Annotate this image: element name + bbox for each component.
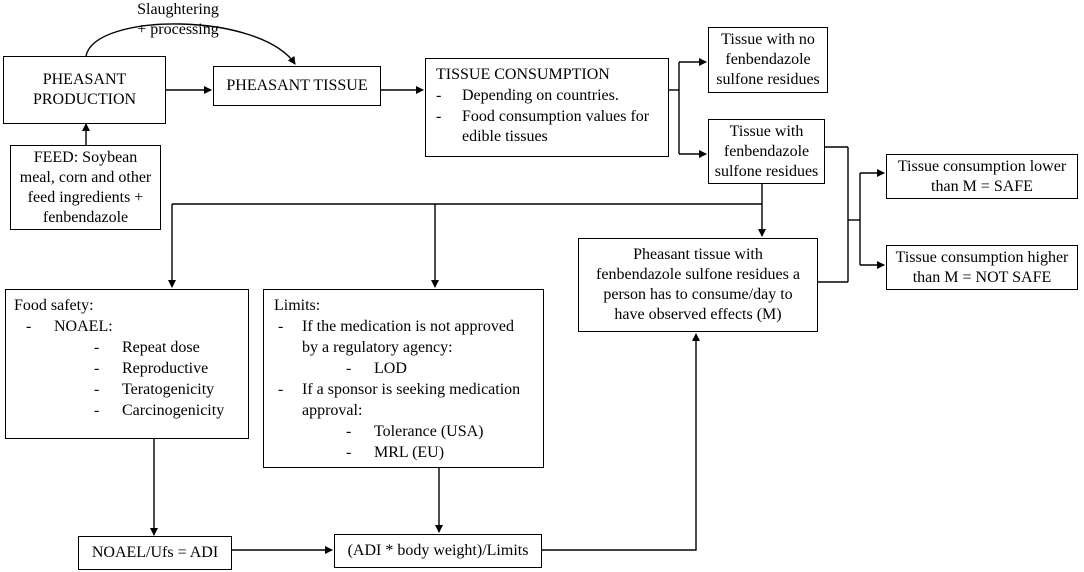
- adi-label: NOAEL/Ufs = ADI: [91, 544, 219, 561]
- pheasant-m-line2: fenbendazole sulfone residues a: [596, 266, 800, 283]
- limits-item1-line1: If the medication is not approved: [302, 318, 514, 335]
- formula-label: (ADI * body weight)/Limits: [347, 542, 529, 559]
- formula-box: (ADI * body weight)/Limits: [334, 534, 542, 568]
- not-safe-box: Tissue consumption higher than M = NOT S…: [886, 245, 1078, 290]
- food-safety-item-dash: -: [94, 339, 100, 356]
- consumption-item2-line2: edible tissues: [462, 128, 548, 145]
- pheasant-tissue-box: PHEASANT TISSUE: [213, 66, 381, 106]
- with-residue-line1: Tissue with: [729, 122, 804, 140]
- pheasant-m-line3: person has to consume/day to: [603, 286, 793, 303]
- safe-box: Tissue consumption lower than M = SAFE: [886, 154, 1078, 199]
- arc-label-line1: Slaughtering: [137, 1, 219, 18]
- feed-line3: feed ingredients +: [27, 188, 144, 206]
- food-safety-item-dash: -: [94, 360, 100, 377]
- no-residue-line1: Tissue with no: [721, 31, 815, 48]
- food-safety-item-carcinogenicity: Carcinogenicity: [122, 402, 225, 419]
- pheasant-m-line1: Pheasant tissue with: [633, 246, 763, 263]
- arrow-formula-to-pheasant-m: [542, 333, 700, 551]
- arc-label: Slaughtering + processing: [116, 0, 240, 40]
- limits-title: Limits:: [274, 297, 321, 314]
- consumption-item2-dash: -: [436, 108, 442, 125]
- consumption-item2-line1: Food consumption values for: [462, 108, 650, 125]
- arc-label-line2: + processing: [137, 21, 219, 38]
- adi-box: NOAEL/Ufs = ADI: [78, 536, 232, 570]
- tissue-consumption-box: TISSUE CONSUMPTION - Depending on countr…: [425, 58, 669, 157]
- no-residue-line3: sulfone residues: [716, 71, 820, 88]
- no-residue-line2: fenbendazole: [725, 51, 811, 68]
- consumption-item1-dash: -: [436, 87, 442, 104]
- consumption-item1: Depending on countries.: [462, 87, 619, 104]
- tissue-label: PHEASANT TISSUE: [226, 77, 368, 94]
- lod-label: LOD: [374, 360, 407, 377]
- production-line1: PHEASANT: [42, 71, 127, 88]
- limits-item1-line2: by a regulatory agency:: [302, 339, 453, 356]
- pheasant-m-box: Pheasant tissue with fenbendazole sulfon…: [578, 238, 818, 332]
- with-residue-line3: sulfone residues: [714, 162, 819, 180]
- limits-item2-line2: approval:: [302, 402, 363, 419]
- no-residue-box: Tissue with no fenbendazole sulfone resi…: [708, 27, 828, 93]
- arc-slaughtering-arrow: [85, 23, 296, 65]
- feed-line2: meal, corn and other: [19, 168, 152, 186]
- not-safe-line1: Tissue consumption higher: [895, 248, 1069, 266]
- food-safety-item-dash: -: [94, 402, 100, 419]
- limits-item2-line1: If a sponsor is seeking medication: [302, 381, 521, 398]
- limits-box: Limits: - If the medication is not appro…: [263, 289, 544, 468]
- pheasant-production-box: PHEASANT PRODUCTION: [3, 56, 166, 124]
- pheasant-m-line4: have observed effects (M): [614, 306, 782, 323]
- feed-line1: FEED: Soybean: [33, 148, 138, 166]
- food-safety-item-teratogenicity: Teratogenicity: [122, 381, 215, 398]
- food-safety-title: Food safety:: [14, 297, 94, 314]
- food-safety-item-reproductive: Reproductive: [122, 360, 209, 377]
- food-safety-box: Food safety: - NOAEL: - Repeat dose - Re…: [5, 289, 249, 439]
- safe-line1: Tissue consumption lower: [897, 157, 1067, 175]
- tolerance-label: Tolerance (USA): [374, 423, 484, 440]
- consumption-title: TISSUE CONSUMPTION: [436, 66, 610, 83]
- mrl-label: MRL (EU): [374, 444, 445, 461]
- with-residue-line2: fenbendazole: [723, 142, 810, 160]
- lod-dash: -: [346, 360, 352, 377]
- safe-line2: than M = SAFE: [931, 177, 1033, 195]
- tolerance-dash: -: [346, 423, 352, 440]
- not-safe-line2: than M = NOT SAFE: [912, 268, 1052, 286]
- feed-line4: fenbendazole: [42, 208, 129, 226]
- food-safety-item-repeat: Repeat dose: [122, 339, 200, 356]
- with-residue-box: Tissue with fenbendazole sulfone residue…: [708, 119, 825, 184]
- limits-item1-dash: -: [278, 318, 284, 335]
- mrl-dash: -: [346, 444, 352, 461]
- noael-label: NOAEL:: [54, 318, 113, 335]
- food-safety-item-dash: -: [94, 381, 100, 398]
- limits-item2-dash: -: [278, 381, 284, 398]
- feed-box: FEED: Soybean meal, corn and other feed …: [10, 145, 161, 230]
- production-line2: PRODUCTION: [32, 91, 137, 108]
- noael-dash: -: [26, 318, 32, 335]
